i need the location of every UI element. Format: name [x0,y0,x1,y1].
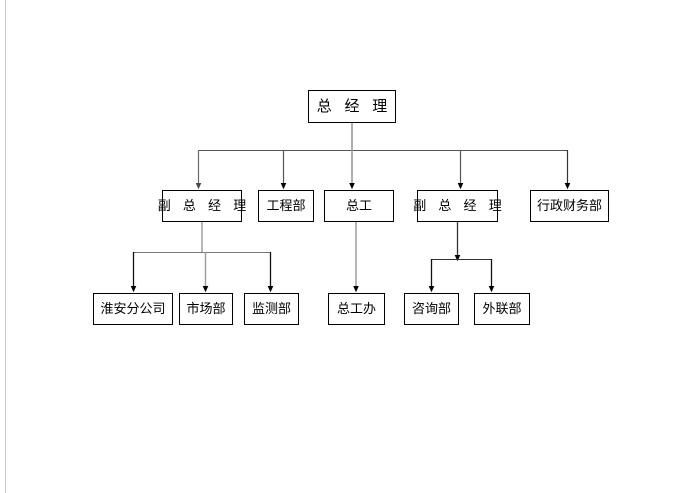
org-node-label: 监测部 [251,301,291,317]
org-node-label: 总工 [345,198,372,214]
org-node-label: 总工办 [336,301,376,317]
org-node-label: 副 总 经 理 [413,198,506,214]
org-node-label: 行政财务部 [536,198,602,214]
org-node-vice-general-manager-2[interactable]: 副 总 经 理 [413,190,502,222]
edge-vp1-children [130,222,274,293]
org-node-label: 市场部 [186,301,226,317]
page-left-rule [5,0,6,493]
edge-vp2-children [428,222,495,293]
org-node-chief-engineer-office[interactable]: 总工办 [328,293,385,325]
org-node-vice-general-manager-1[interactable]: 副 总 经 理 [158,190,246,222]
org-node-administration-finance-department[interactable]: 行政财务部 [530,190,609,222]
org-node-monitoring-department[interactable]: 监测部 [244,293,299,325]
org-node-label: 外联部 [482,301,522,317]
org-node-label: 淮安分公司 [100,301,166,317]
org-node-huaian-branch[interactable]: 淮安分公司 [93,293,173,325]
org-node-consulting-department[interactable]: 咨询部 [404,293,459,325]
org-node-label: 总 经 理 [316,97,392,115]
org-node-liaison-department[interactable]: 外联部 [474,293,530,325]
org-node-label: 咨询部 [411,301,451,317]
org-node-label: 副 总 经 理 [157,198,251,214]
org-node-label: 工程部 [266,198,306,214]
org-node-marketing-department[interactable]: 市场部 [179,293,233,325]
org-node-chief-engineer[interactable]: 总工 [324,190,394,222]
edge-gm-bus [198,123,568,151]
org-node-general-manager[interactable]: 总 经 理 [308,90,396,123]
org-node-engineering-department[interactable]: 工程部 [258,190,314,222]
